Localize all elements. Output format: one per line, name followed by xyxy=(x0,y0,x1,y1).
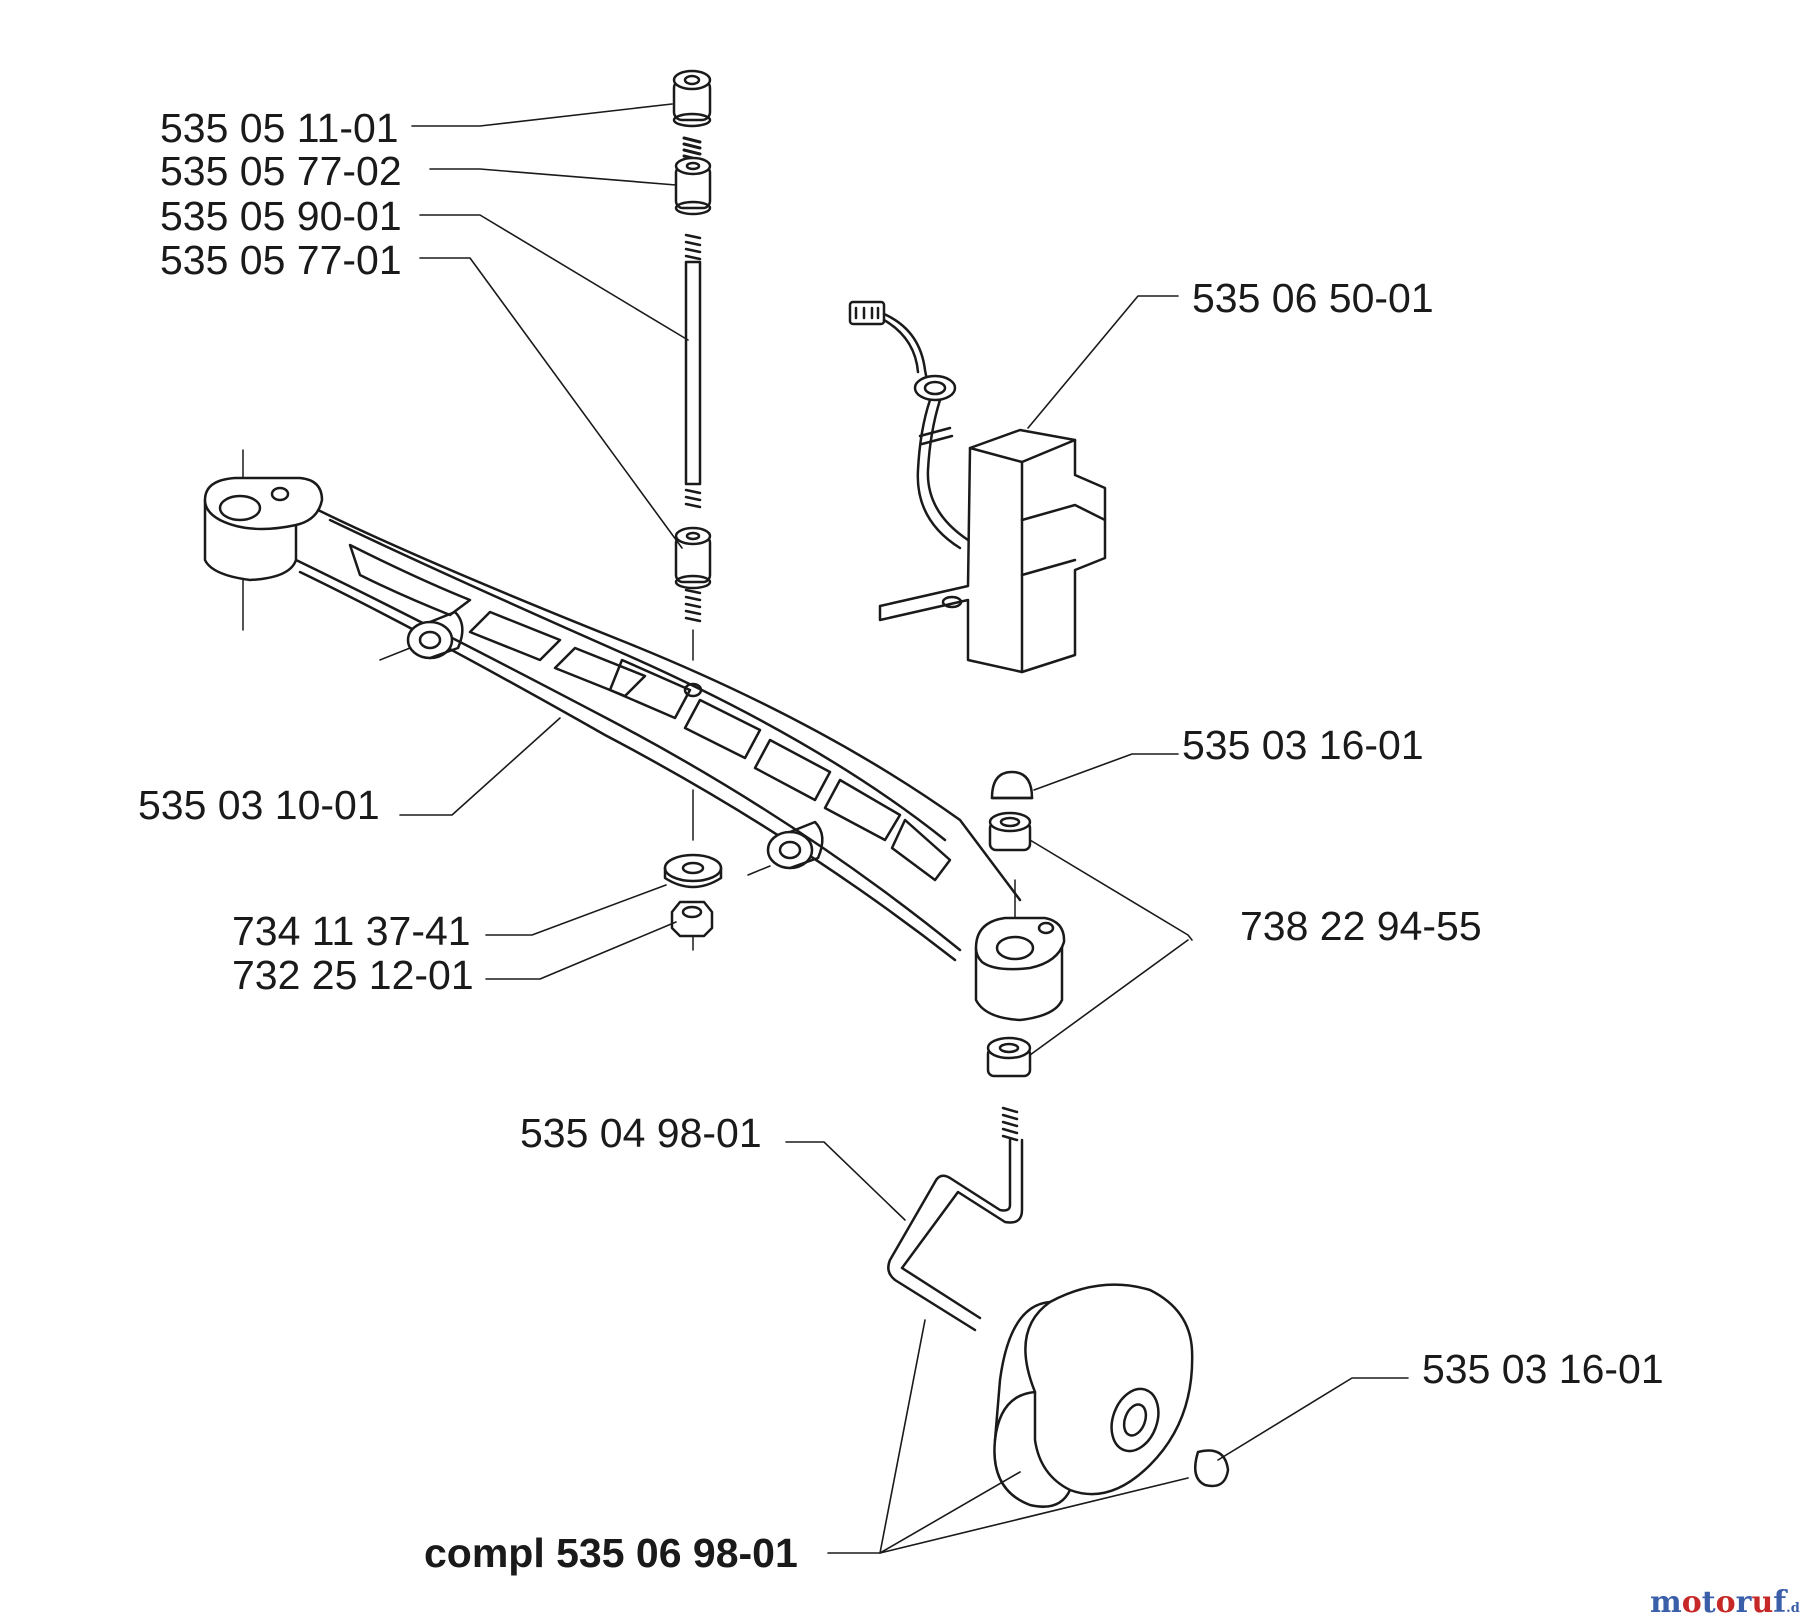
callout-washer: 734 11 37-41 xyxy=(232,908,471,954)
wheel-axle-part xyxy=(887,1106,1024,1332)
washer-part xyxy=(663,853,723,889)
callout-top-cap: 535 05 11-01 xyxy=(160,105,399,151)
callout-lower-spacer: 535 05 77-01 xyxy=(160,237,402,283)
wheel-part xyxy=(993,1283,1230,1508)
callout-bushing: 738 22 94-55 xyxy=(1240,903,1482,949)
small-spring-part xyxy=(682,136,702,162)
bushing-upper-part xyxy=(988,811,1032,852)
beam-frame-part xyxy=(203,449,1066,1022)
sensor-module-part xyxy=(848,300,1107,674)
callout-sensor-module: 535 06 50-01 xyxy=(1192,275,1434,321)
callout-cap-nut-lower: 535 03 16-01 xyxy=(1422,1346,1664,1392)
lower-spacer-part xyxy=(674,526,712,590)
bushing-lower-part xyxy=(986,1036,1032,1078)
top-cap-part xyxy=(672,69,712,128)
callout-nut: 732 25 12-01 xyxy=(232,952,474,998)
callout-wheel-assembly: compl 535 06 98-01 xyxy=(424,1530,798,1576)
nut-part xyxy=(670,900,714,938)
upper-spacer-part xyxy=(674,156,712,216)
lower-thread-part xyxy=(684,588,702,623)
motoruf-logo: motoruf.de xyxy=(1650,1585,1800,1620)
callout-wheel-axle: 535 04 98-01 xyxy=(520,1110,762,1156)
callout-beam-frame: 535 03 10-01 xyxy=(138,782,380,828)
cap-nut-part xyxy=(990,770,1034,800)
callout-cap-nut-upper: 535 03 16-01 xyxy=(1182,722,1424,768)
callout-upper-spacer: 535 05 77-02 xyxy=(160,148,402,194)
threaded-rod-part xyxy=(684,233,702,509)
bolt-stack-group xyxy=(663,69,723,951)
leader-lines xyxy=(399,103,1409,1554)
callout-threaded-rod: 535 05 90-01 xyxy=(160,193,402,239)
